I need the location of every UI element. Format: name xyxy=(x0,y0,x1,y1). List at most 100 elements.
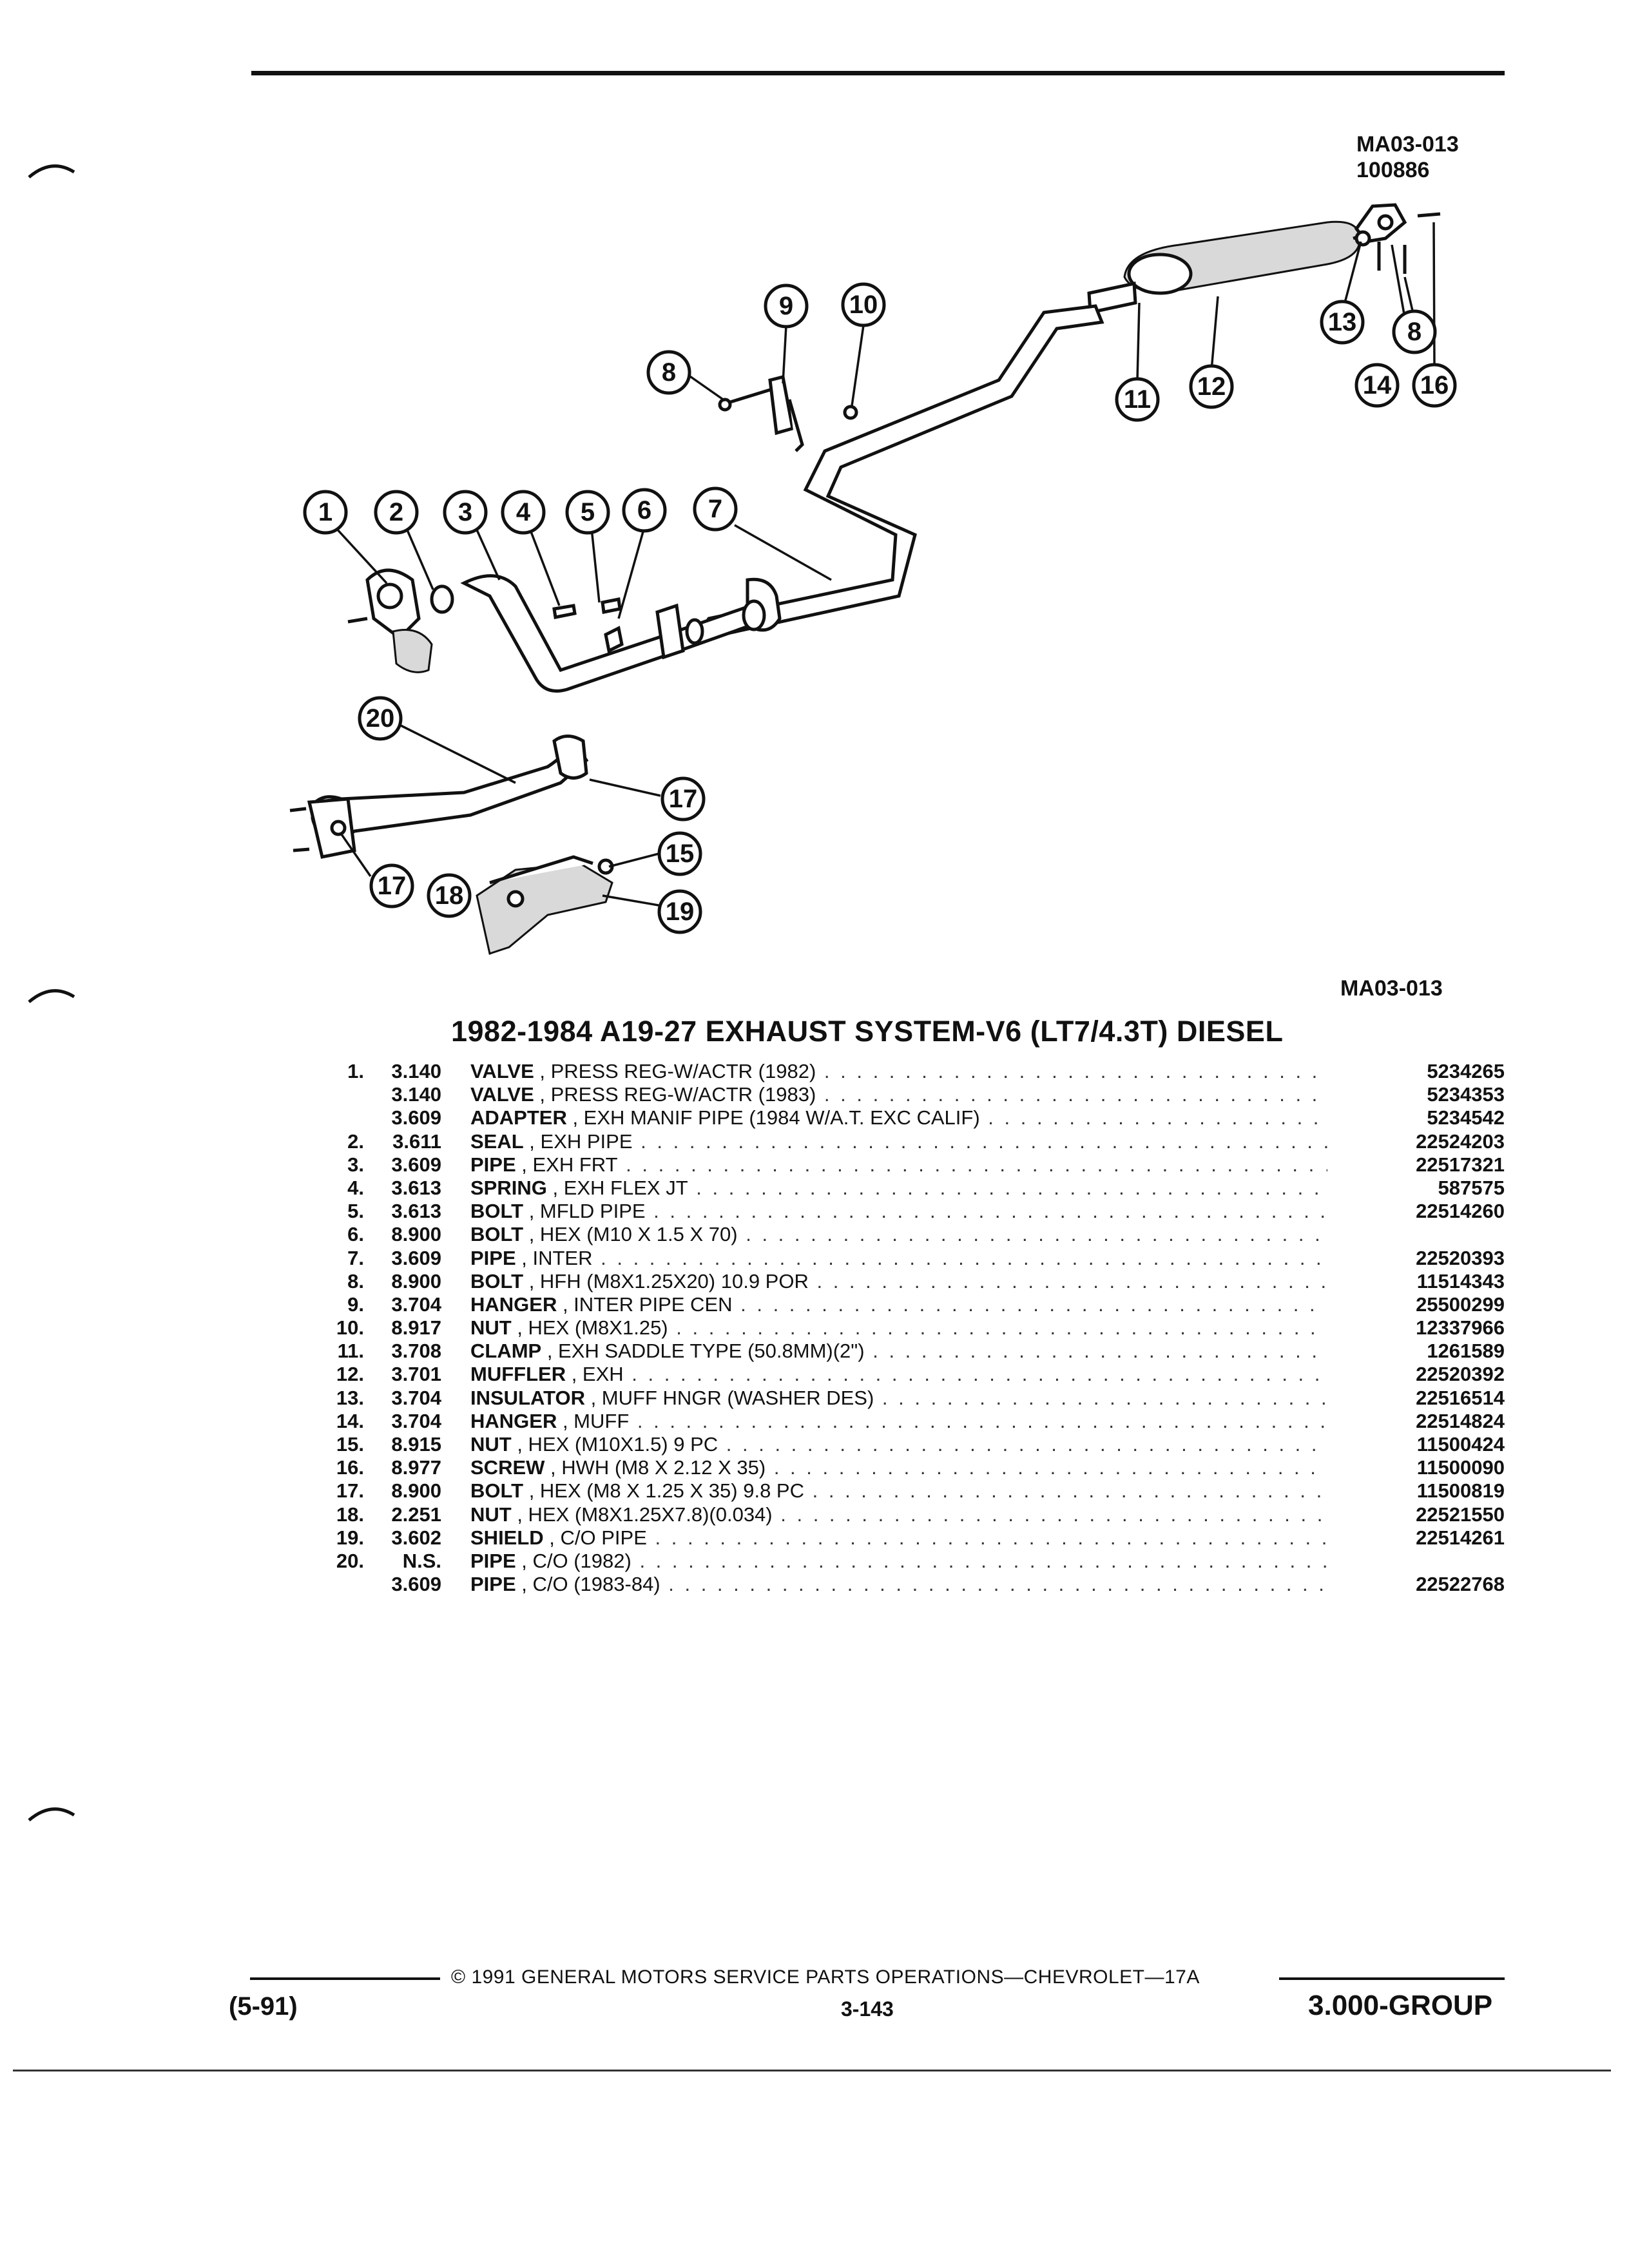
group-number: 3.704 xyxy=(391,1386,441,1409)
item-number: 6. xyxy=(347,1223,364,1246)
dot-leader: . . . . . . . . . . . . . . . . . . . . … xyxy=(812,1479,1327,1503)
part-number: 11500424 xyxy=(1416,1433,1505,1456)
part-description: PIPE , INTER . . . . . . . . . . . . . .… xyxy=(470,1247,1327,1270)
part-number: 22516514 xyxy=(1416,1386,1505,1409)
group-number: 8.977 xyxy=(391,1456,441,1479)
part-detail: , HEX (M8X1.25) xyxy=(511,1316,668,1340)
part-name: NUT xyxy=(470,1503,512,1526)
dot-leader: . . . . . . . . . . . . . . . . . . . . … xyxy=(641,1129,1327,1153)
part-name: SHIELD xyxy=(470,1526,544,1549)
dot-leader: . . . . . . . . . . . . . . . . . . . . … xyxy=(653,1200,1327,1223)
part-description: HANGER , MUFF . . . . . . . . . . . . . … xyxy=(470,1410,1327,1433)
part-name: BOLT xyxy=(470,1269,524,1293)
group-number: 3.613 xyxy=(391,1176,441,1199)
item-number: 5. xyxy=(347,1200,364,1223)
dot-leader: . . . . . . . . . . . . . . . . . . . . … xyxy=(746,1223,1327,1246)
part-detail: , EXH xyxy=(566,1363,624,1386)
callout-12: 12 xyxy=(1189,364,1234,409)
part-description: BOLT , HFH (M8X1.25X20) 10.9 POR . . . .… xyxy=(470,1270,1327,1293)
front-pipe-drawing xyxy=(460,574,782,693)
group-number: 3.609 xyxy=(391,1153,441,1176)
callout-13: 13 xyxy=(1320,300,1365,345)
svg-text:16: 16 xyxy=(1420,371,1449,399)
svg-text:18: 18 xyxy=(435,881,464,910)
svg-text:17: 17 xyxy=(378,872,407,900)
part-number: 22514824 xyxy=(1416,1409,1505,1432)
item-number: 14. xyxy=(336,1409,364,1432)
part-number: 587575 xyxy=(1438,1176,1505,1199)
part-detail: , HEX (M10 X 1.5 X 70) xyxy=(523,1223,738,1246)
leader-lines xyxy=(334,222,1436,907)
footer-group: 3.000-GROUP xyxy=(1308,1990,1493,2021)
part-name: NUT xyxy=(470,1316,512,1340)
svg-text:3: 3 xyxy=(458,498,472,526)
part-number: 22522768 xyxy=(1416,1573,1505,1596)
svg-text:6: 6 xyxy=(637,496,651,524)
part-description: SEAL , EXH PIPE . . . . . . . . . . . . … xyxy=(470,1130,1327,1153)
svg-text:14: 14 xyxy=(1363,371,1392,399)
callout-4: 4 xyxy=(501,490,546,535)
part-detail: , PRESS REG-W/ACTR (1982) xyxy=(534,1060,816,1082)
part-description: SHIELD , C/O PIPE . . . . . . . . . . . … xyxy=(470,1526,1327,1550)
group-number: 3.708 xyxy=(391,1340,441,1363)
bottom-rule xyxy=(13,2070,1611,2071)
part-description: ADAPTER , EXH MANIF PIPE (1984 W/A.T. EX… xyxy=(470,1106,1327,1129)
item-number: 2. xyxy=(347,1129,364,1153)
group-number: 3.611 xyxy=(392,1129,441,1153)
svg-text:4: 4 xyxy=(516,498,531,526)
dot-leader: . . . . . . . . . . . . . . . . . . . . … xyxy=(816,1269,1327,1293)
part-detail: , EXH FLEX JT xyxy=(546,1176,688,1199)
callout-16: 16 xyxy=(1412,363,1457,408)
callout-11: 11 xyxy=(1115,377,1160,422)
part-description: NUT , HEX (M10X1.5) 9 PC . . . . . . . .… xyxy=(470,1433,1327,1456)
group-number: 3.704 xyxy=(391,1293,441,1316)
part-detail: , MFLD PIPE xyxy=(523,1200,646,1223)
item-number: 11. xyxy=(337,1340,364,1363)
group-number: 3.140 xyxy=(391,1083,441,1106)
dot-leader: . . . . . . . . . . . . . . . . . . . . … xyxy=(726,1433,1327,1456)
heat-shield-drawing xyxy=(476,855,614,955)
part-name: VALVE xyxy=(470,1060,534,1082)
valve-adapter-drawing xyxy=(347,568,622,673)
footer-page-number: 3-143 xyxy=(841,1997,894,2021)
svg-text:12: 12 xyxy=(1197,372,1226,401)
exhaust-system-diagram: 1 2 3 4 5 6 7 8 9 10 11 12 13 8 14 16 20… xyxy=(289,203,1457,955)
part-description: BOLT , HEX (M8 X 1.25 X 35) 9.8 PC . . .… xyxy=(470,1479,1327,1503)
part-name: PIPE xyxy=(470,1153,516,1176)
part-number: 12337966 xyxy=(1416,1316,1505,1340)
svg-text:20: 20 xyxy=(366,704,395,733)
svg-text:7: 7 xyxy=(708,495,722,523)
part-number: 22514261 xyxy=(1416,1526,1505,1549)
part-detail: , EXH SADDLE TYPE (50.8MM)(2") xyxy=(541,1340,865,1363)
part-description: VALVE , PRESS REG-W/ACTR (1983) . . . . … xyxy=(470,1083,1327,1106)
dot-leader: . . . . . . . . . . . . . . . . . . . . … xyxy=(773,1456,1327,1479)
part-detail: , C/O (1983-84) xyxy=(516,1573,660,1596)
callout-1: 1 xyxy=(303,490,348,535)
part-name: VALVE xyxy=(470,1083,534,1106)
part-name: NUT xyxy=(470,1433,512,1456)
item-number: 3. xyxy=(347,1153,364,1176)
part-description: NUT , HEX (M8X1.25X7.8)(0.034) . . . . .… xyxy=(470,1503,1327,1526)
callout-15: 15 xyxy=(657,831,702,876)
svg-text:8: 8 xyxy=(662,358,676,387)
dot-leader: . . . . . . . . . . . . . . . . . . . . … xyxy=(639,1549,1327,1572)
part-detail: , HEX (M8 X 1.25 X 35) 9.8 PC xyxy=(523,1479,804,1503)
group-number: 8.917 xyxy=(391,1316,441,1340)
svg-text:10: 10 xyxy=(849,291,878,319)
callout-8: 8 xyxy=(646,350,691,395)
part-description: PIPE , EXH FRT . . . . . . . . . . . . .… xyxy=(470,1153,1327,1177)
footer-rule-left xyxy=(250,1977,440,1980)
part-description: BOLT , MFLD PIPE . . . . . . . . . . . .… xyxy=(470,1200,1327,1223)
part-number: 22524203 xyxy=(1416,1129,1505,1153)
part-number: 22517321 xyxy=(1416,1153,1505,1176)
part-detail: , PRESS REG-W/ACTR (1983) xyxy=(534,1083,816,1106)
part-number: 22520393 xyxy=(1416,1246,1505,1269)
